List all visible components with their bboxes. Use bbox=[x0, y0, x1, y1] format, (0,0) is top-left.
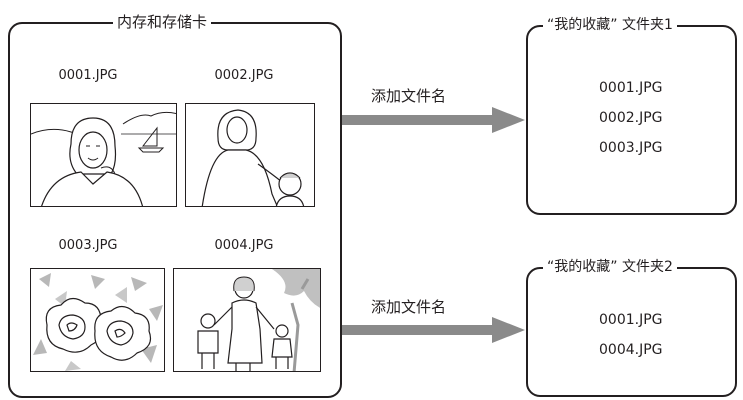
image-filename: 0001.JPG bbox=[58, 68, 118, 83]
folder-1-file: 0002.JPG bbox=[599, 110, 663, 126]
arrow-to-folder-2 bbox=[342, 317, 525, 343]
photo-thumbnail-woman-child bbox=[185, 103, 315, 207]
photo-thumbnail-family bbox=[173, 268, 321, 372]
folder-2-title: “我的收藏” 文件夹2 bbox=[543, 258, 677, 276]
arrow-to-folder-1 bbox=[342, 107, 525, 133]
photo-thumbnail-portrait bbox=[30, 103, 177, 207]
folder-1-file: 0003.JPG bbox=[599, 140, 663, 156]
photo-thumbnail-flowers bbox=[30, 268, 165, 372]
folder-1-title: “我的收藏” 文件夹1 bbox=[543, 16, 677, 34]
image-filename: 0002.JPG bbox=[214, 68, 274, 83]
image-filename: 0004.JPG bbox=[214, 238, 274, 253]
source-frame-title: 内存和存储卡 bbox=[113, 13, 212, 31]
arrow-label: 添加文件名 bbox=[371, 87, 447, 105]
favorites-folder-2 bbox=[526, 267, 737, 397]
folder-2-file: 0004.JPG bbox=[599, 342, 663, 358]
folder-1-file: 0001.JPG bbox=[599, 80, 663, 96]
arrow-label: 添加文件名 bbox=[371, 298, 447, 316]
folder-2-file: 0001.JPG bbox=[599, 312, 663, 328]
image-filename: 0003.JPG bbox=[58, 238, 118, 253]
